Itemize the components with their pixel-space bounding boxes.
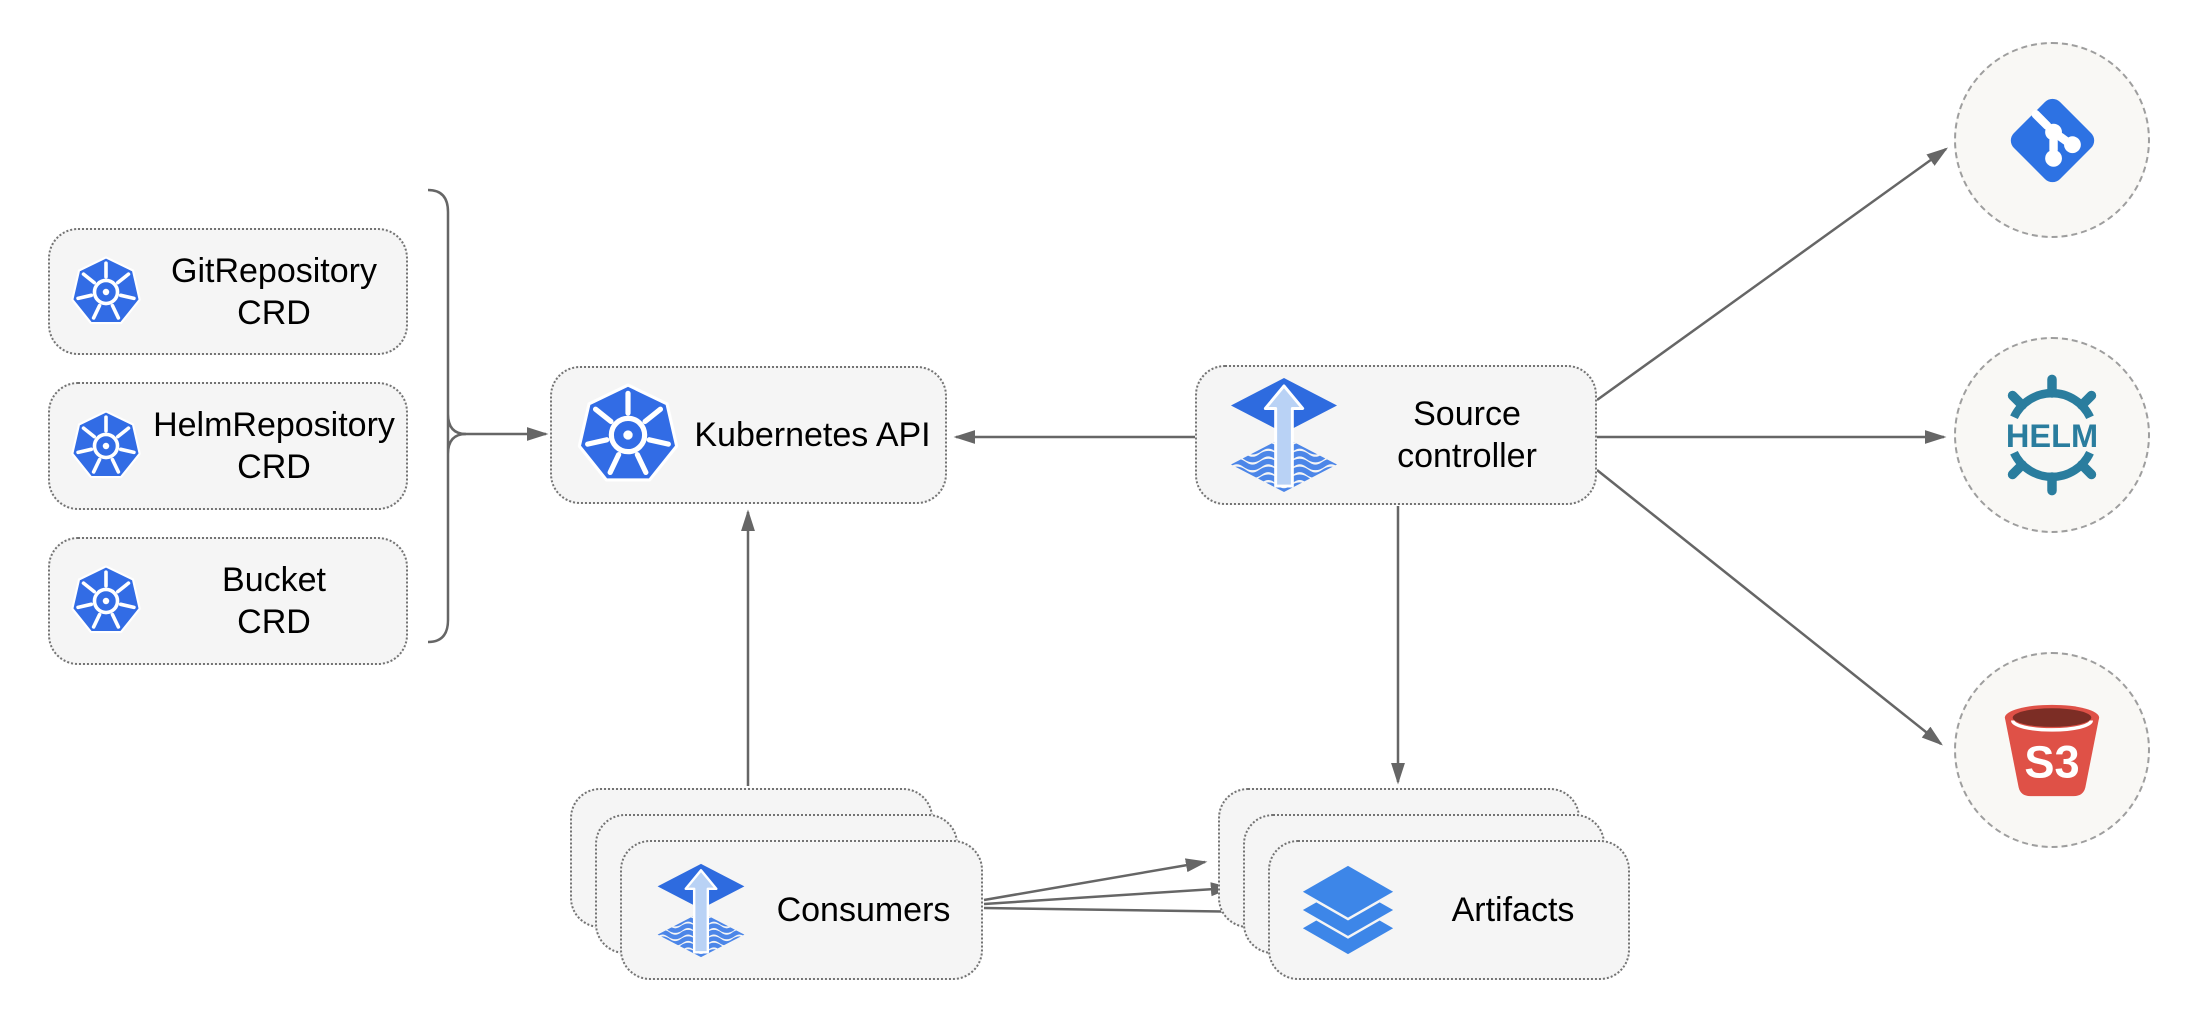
edge-consumers-to-artifacts-3 [983, 904, 1261, 919]
helmrepository-crd-line1: HelmRepository [153, 406, 395, 444]
node-gitrepository-crd: GitRepository CRD [48, 228, 408, 355]
node-helmrepository-crd: HelmRepository CRD [48, 382, 408, 510]
node-kubernetes-api: Kubernetes API [550, 366, 947, 504]
helmrepository-crd-line2: CRD [237, 448, 311, 486]
flux-icon [1229, 376, 1339, 494]
artifacts-label: Artifacts [1398, 889, 1628, 931]
consumers-label: Consumers [746, 889, 981, 931]
edge-source-controller-to-s3 [1596, 469, 1943, 746]
bucket-crd-line1: Bucket [222, 561, 326, 599]
bucket-crd-line2: CRD [237, 603, 311, 641]
kubernetes-icon [576, 383, 680, 487]
consumers-text: Consumers [776, 891, 951, 929]
node-bucket-crd: Bucket CRD [48, 537, 408, 665]
git-icon [2010, 98, 2094, 182]
kubernetes-icon [70, 410, 142, 482]
bucket-crd-label: Bucket CRD [142, 559, 406, 643]
external-helm-circle: HELM [1954, 337, 2150, 533]
gitrepository-crd-label: GitRepository CRD [142, 250, 406, 334]
gitrepository-crd-line1: GitRepository [171, 251, 377, 290]
helm-icon: HELM [2003, 374, 2101, 496]
kubernetes-api-label: Kubernetes API [680, 414, 945, 456]
artifacts-text: Artifacts [1451, 891, 1575, 929]
flux-icon [656, 862, 746, 959]
external-git-circle [1954, 42, 2150, 238]
crd-bracket [427, 188, 467, 644]
gitrepository-crd-line2: CRD [237, 293, 311, 332]
source-controller-label: Source controller [1339, 393, 1595, 477]
edge-consumers-to-artifacts-2 [983, 882, 1233, 906]
s3-bucket-icon: S3 [2004, 704, 2100, 797]
kubernetes-api-text: Kubernetes API [694, 416, 931, 454]
kubernetes-icon [70, 565, 142, 637]
helm-logo-text: HELM [2006, 418, 2098, 454]
layers-icon [1302, 865, 1394, 955]
node-source-controller: Source controller [1195, 365, 1597, 505]
node-artifacts: Artifacts [1268, 840, 1630, 980]
node-consumers: Consumers [620, 840, 983, 980]
edge-source-controller-to-git [1596, 147, 1949, 402]
s3-logo-text: S3 [2024, 736, 2079, 787]
source-controller-line1: Source [1413, 395, 1521, 433]
edge-consumers-to-artifacts-1 [983, 858, 1208, 902]
external-s3-circle: S3 [1954, 652, 2150, 848]
helmrepository-crd-label: HelmRepository CRD [142, 404, 406, 488]
kubernetes-icon [70, 256, 142, 328]
source-controller-line2: controller [1397, 437, 1537, 475]
